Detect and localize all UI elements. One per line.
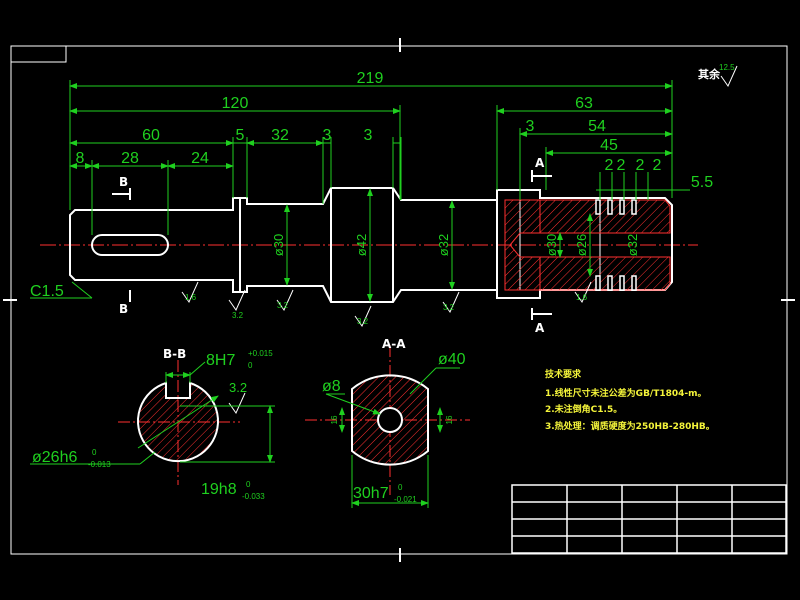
bb-depth: 19h8: [201, 481, 237, 498]
cut-label-a-bottom: A: [535, 321, 545, 335]
dim-120: 120: [222, 95, 249, 112]
cut-markers: [112, 170, 552, 320]
dim-3a: 3: [323, 127, 332, 144]
dim-dia30b: ø30: [544, 234, 559, 256]
dim-28: 28: [121, 150, 139, 167]
note-item-1: 1.线性尺寸未注公差为GB/T1804-m。: [545, 387, 707, 399]
section-aa-label: A-A: [382, 337, 406, 351]
cut-label-b-top: B: [119, 175, 128, 189]
bb-keyway-tol-up: +0.015: [248, 349, 273, 358]
bb-diameter: ø26h6: [32, 449, 77, 466]
note-item-2: 2.未注倒角C1.5。: [545, 403, 622, 415]
dim-5: 5: [236, 127, 245, 144]
cut-label-b-bottom: B: [119, 302, 128, 316]
dim-overall: 219: [357, 70, 384, 87]
aa-hole: ø8: [322, 378, 341, 395]
dim-3c: 3: [526, 118, 535, 135]
dim-5-5: 5.5: [691, 174, 713, 191]
dim-32: 32: [271, 127, 289, 144]
cut-label-a-top: A: [535, 156, 545, 170]
roughness-6: 1.6: [576, 293, 588, 302]
aa-right-dim: 16: [445, 415, 454, 424]
dim-groove-2b: 2: [617, 157, 626, 174]
section-bb-label: B-B: [163, 347, 186, 361]
roughness-5: 3.2: [443, 303, 455, 312]
aa-flats: 30h7: [353, 485, 389, 502]
roughness-3: 3.2: [277, 301, 289, 310]
dim-24: 24: [191, 150, 209, 167]
dim-dia26: ø26: [574, 234, 589, 256]
roughness-symbols: [181, 65, 738, 415]
dim-chamfer: C1.5: [30, 283, 64, 300]
dim-54: 54: [588, 118, 606, 135]
drawing-frame: [3, 38, 795, 562]
aa-left-dim: 16: [330, 415, 339, 424]
dim-8: 8: [76, 150, 85, 167]
roughness-other-label: 其余: [698, 67, 721, 81]
dim-60: 60: [142, 127, 160, 144]
section-aa: A-A ø8 ø40 16 16 30h7 0 -0.021: [305, 337, 470, 508]
technical-notes: 技术要求 1.线性尺寸未注公差为GB/T1804-m。 2.未注倒角C1.5。 …: [545, 368, 715, 432]
roughness-keyway: 3.2: [229, 380, 247, 395]
title-block: [511, 484, 787, 554]
notes-title: 技术要求: [545, 368, 582, 380]
aa-flats-tol-lo: -0.021: [394, 495, 417, 504]
dim-dia32: ø32: [436, 234, 451, 256]
section-bb: B-B 8H7 +0.015 0 ø26h6 0 -0.013 19h8 0 -…: [30, 347, 275, 501]
dim-dia30: ø30: [271, 234, 286, 256]
roughness-1: 1.6: [185, 293, 197, 302]
aa-outer: ø40: [438, 351, 466, 368]
roughness-other-value: 12.5: [719, 63, 735, 72]
dim-dia32b: ø32: [625, 234, 640, 256]
bb-depth-tol-up: 0: [246, 480, 251, 489]
dim-3b: 3: [364, 127, 373, 144]
roughness-4: 3.2: [357, 317, 369, 326]
dim-groove-2a: 2: [605, 157, 614, 174]
dim-45: 45: [600, 137, 618, 154]
dimension-lines: [30, 80, 690, 302]
bb-dia-tol-up: 0: [92, 448, 97, 457]
bb-dia-tol-lo: -0.013: [88, 460, 111, 469]
bb-keyway-width: 8H7: [206, 352, 235, 369]
dim-dia42: ø42: [354, 234, 369, 256]
note-item-3: 3.热处理：调质硬度为250HB-280HB。: [545, 420, 715, 432]
bb-depth-tol-lo: -0.033: [242, 492, 265, 501]
partial-section: [504, 199, 671, 291]
roughness-2: 3.2: [232, 311, 244, 320]
aa-flats-tol-up: 0: [398, 483, 403, 492]
dim-groove-2c: 2: [636, 157, 645, 174]
bb-keyway-tol-lo: 0: [248, 361, 253, 370]
dim-63: 63: [575, 95, 593, 112]
dim-groove-2d: 2: [653, 157, 662, 174]
